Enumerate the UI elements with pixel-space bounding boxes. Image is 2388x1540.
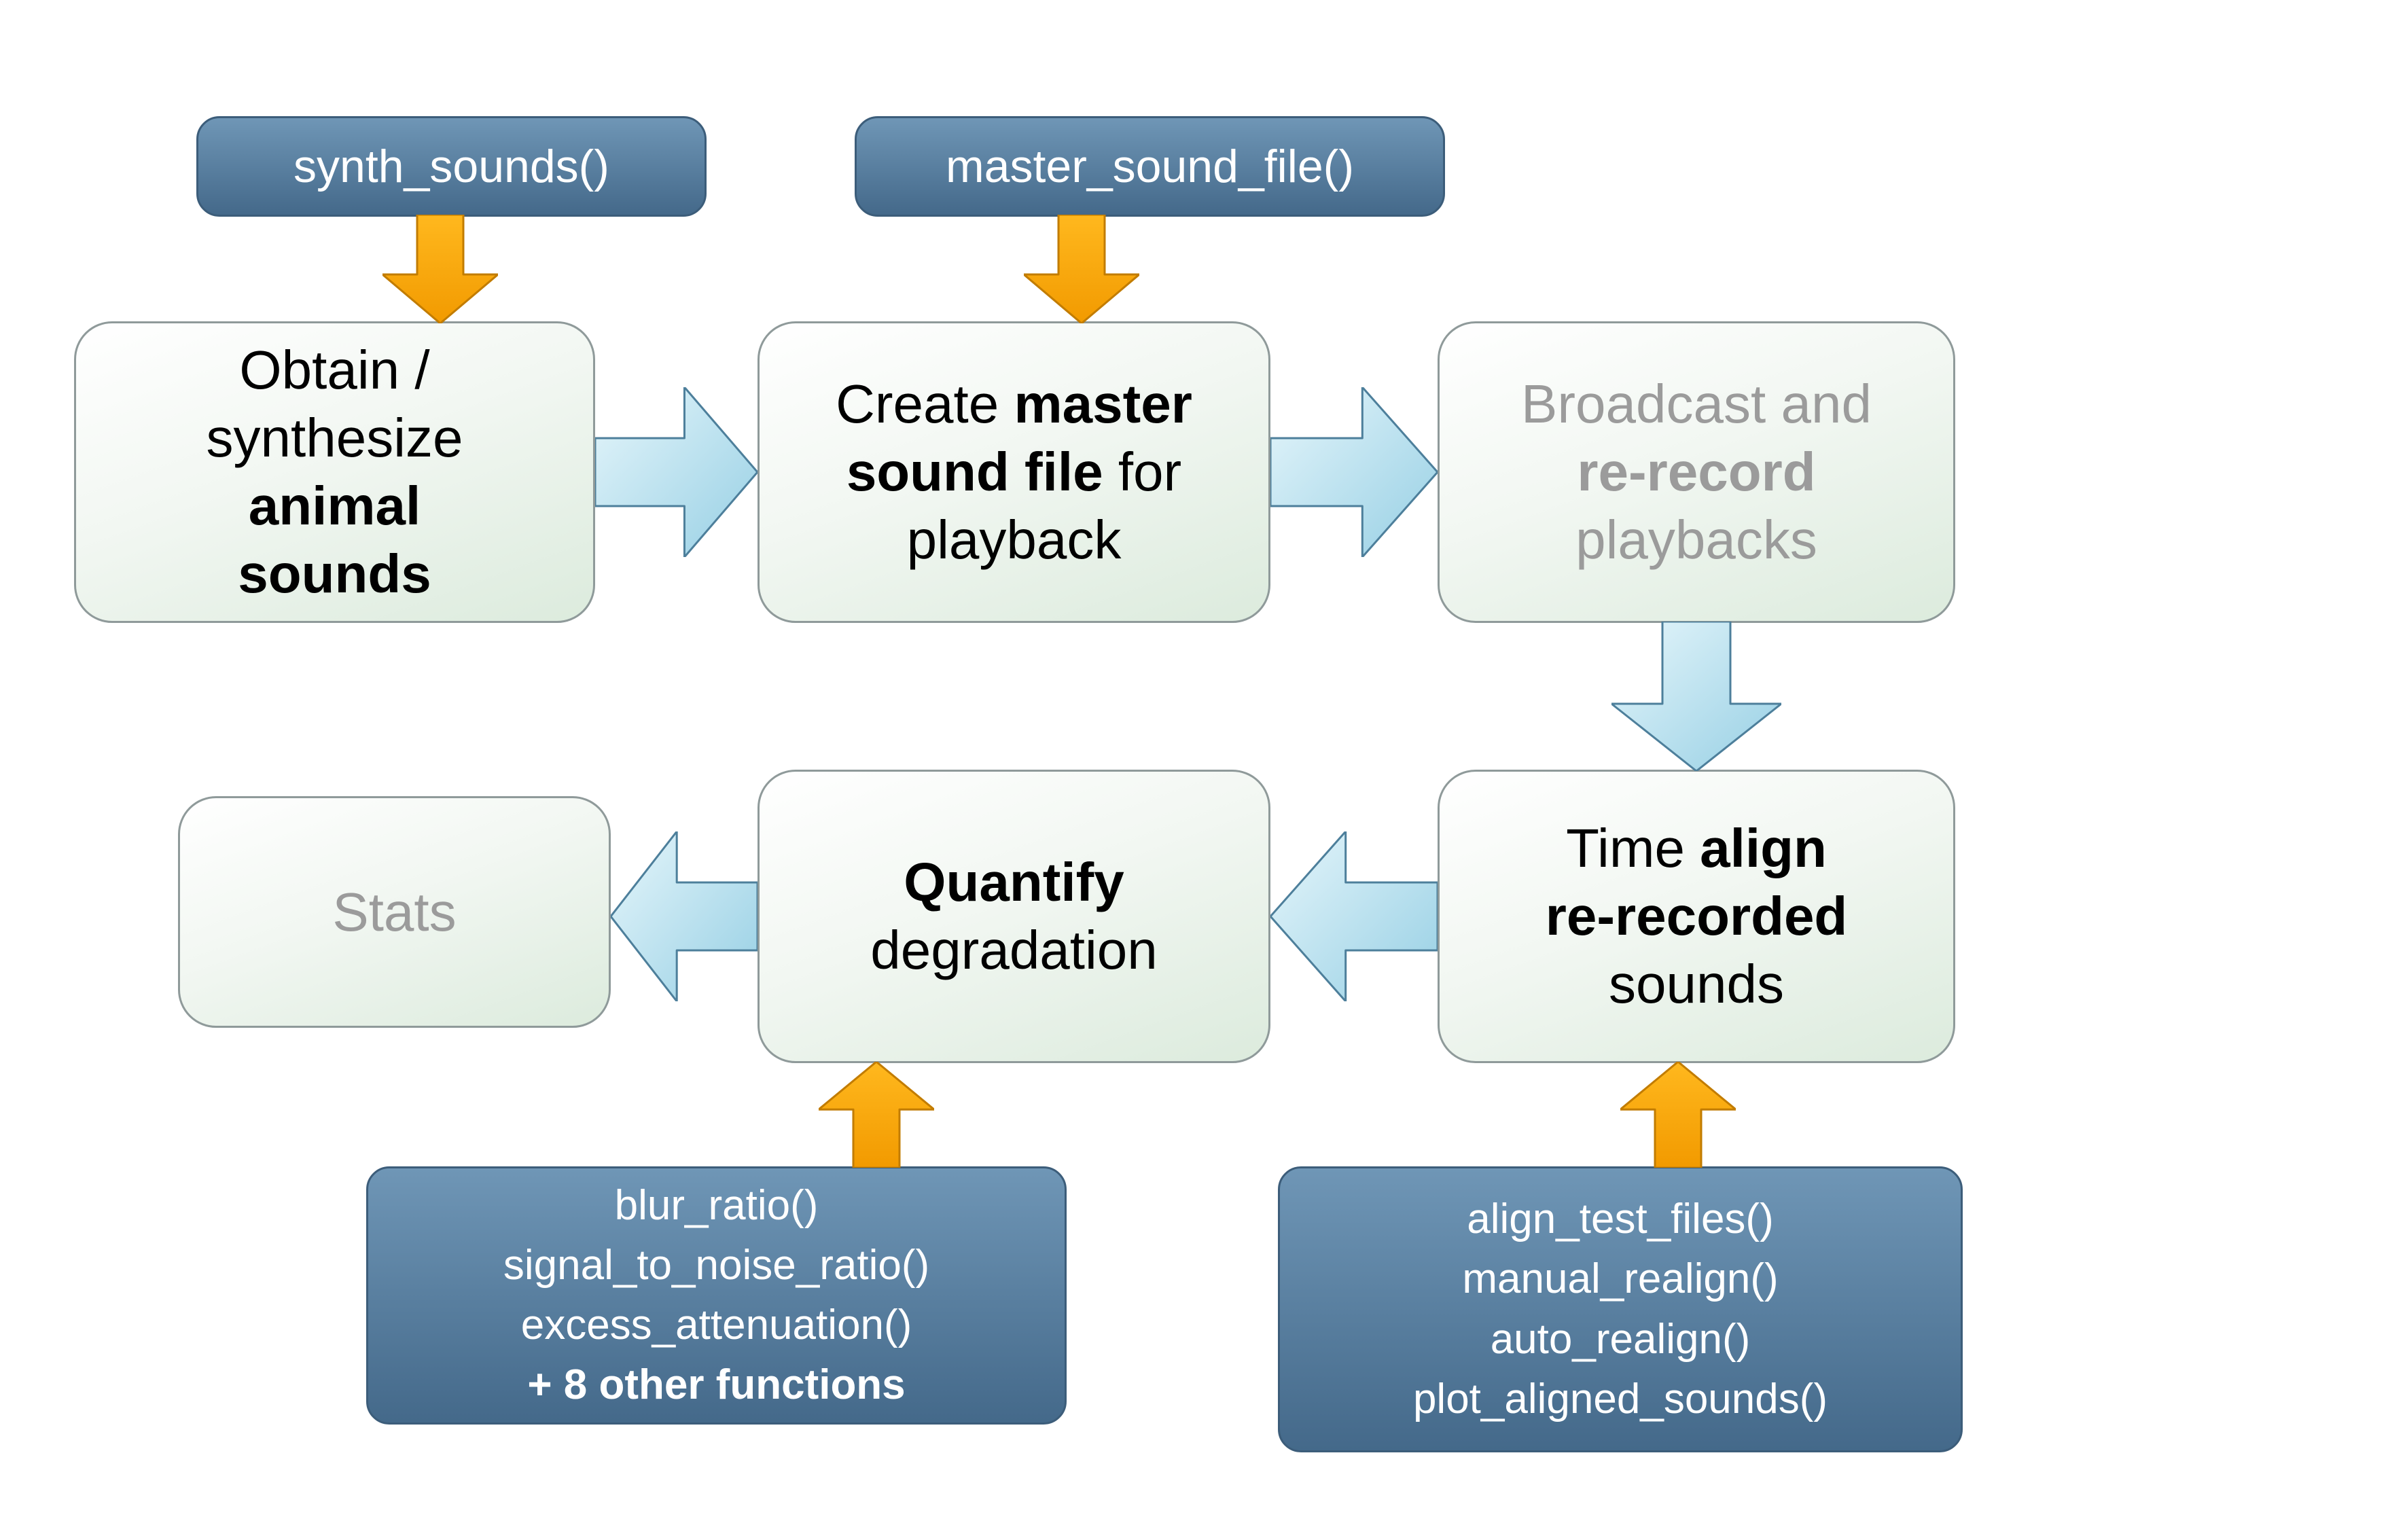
arrow-up-orange-align-icon xyxy=(1620,1062,1736,1168)
function-label: blur_ratio() xyxy=(614,1181,819,1229)
function-box-align-functions: align_test_files() manual_realign() auto… xyxy=(1278,1166,1963,1452)
box-line: sounds xyxy=(1609,954,1784,1014)
arrow-up-orange-quantify-icon xyxy=(819,1062,934,1168)
box-text: master xyxy=(1014,374,1192,434)
box-text: Create xyxy=(836,374,1014,434)
arrow-down-orange-synth-icon xyxy=(382,215,498,323)
function-box-quantify-functions: blur_ratio() signal_to_noise_ratio() exc… xyxy=(366,1166,1067,1425)
function-box-synth-sounds: synth_sounds() xyxy=(196,116,707,217)
process-box-quantify-degradation: Quantify degradation xyxy=(758,770,1270,1063)
function-label: align_test_files() xyxy=(1467,1196,1774,1243)
process-box-create-master-file: Create master sound file for playback xyxy=(758,321,1270,623)
box-text: sound file xyxy=(846,442,1103,502)
box-line: Time align xyxy=(1566,814,1827,882)
box-line: Quantify xyxy=(904,852,1124,912)
arrow-down-blue-broadcast-to-align-icon xyxy=(1611,622,1781,771)
box-line: re-record xyxy=(1577,442,1816,502)
box-line: Create master xyxy=(836,370,1192,438)
box-line: playback xyxy=(906,509,1122,570)
function-label: signal_to_noise_ratio() xyxy=(503,1241,930,1289)
arrow-left-blue-quantify-to-stats-icon xyxy=(611,831,758,1001)
function-label: excess_attenuation() xyxy=(520,1302,912,1348)
function-label: auto_realign() xyxy=(1490,1315,1751,1363)
process-box-obtain-sounds: Obtain / synthesize animal sounds xyxy=(74,321,595,623)
process-box-time-align: Time align re-recorded sounds xyxy=(1438,770,1955,1063)
function-box-master-sound-file: master_sound_file() xyxy=(855,116,1445,217)
box-line: Stats xyxy=(332,881,457,942)
box-line: degradation xyxy=(870,920,1158,980)
box-text: for xyxy=(1103,442,1182,502)
box-line: re-recorded xyxy=(1545,886,1848,946)
box-line: playbacks xyxy=(1575,509,1817,570)
box-line: sounds xyxy=(238,543,431,604)
box-line: animal xyxy=(248,476,421,536)
box-line: sound file for xyxy=(847,438,1181,506)
process-box-stats: Stats xyxy=(178,796,611,1028)
function-label: plot_aligned_sounds() xyxy=(1412,1375,1828,1422)
box-text: align xyxy=(1700,818,1827,878)
function-label: master_sound_file() xyxy=(946,141,1354,192)
box-line: synthesize xyxy=(206,408,463,468)
function-label: synth_sounds() xyxy=(293,141,609,192)
function-label: + 8 other functions xyxy=(527,1361,906,1409)
arrow-down-orange-master-icon xyxy=(1024,215,1139,323)
box-text: Time xyxy=(1566,818,1700,878)
box-line: Broadcast and xyxy=(1521,374,1872,434)
function-label: manual_realign() xyxy=(1462,1255,1779,1303)
arrow-right-blue-obtain-to-create-icon xyxy=(595,387,758,557)
arrow-left-blue-align-to-quantify-icon xyxy=(1270,831,1438,1001)
arrow-right-blue-create-to-broadcast-icon xyxy=(1270,387,1438,557)
process-box-broadcast-rerecord: Broadcast and re-record playbacks xyxy=(1438,321,1955,623)
box-line: Obtain / xyxy=(239,340,430,400)
